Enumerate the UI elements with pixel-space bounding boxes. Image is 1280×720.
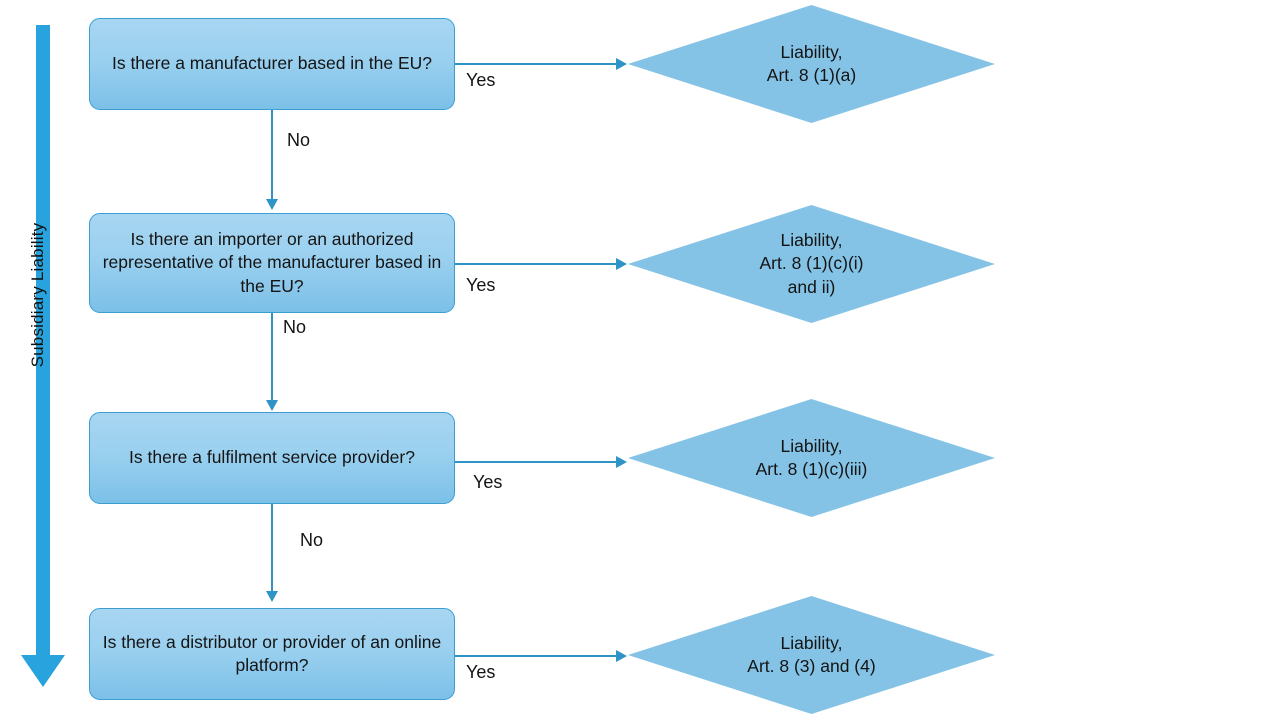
no-arrowhead-2 [266, 400, 278, 411]
edge-label-no-3: No [300, 530, 324, 550]
edge-label-yes-3: Yes [473, 472, 503, 492]
yes-connector-3 [455, 461, 618, 463]
edge-label-yes-4: Yes [466, 662, 496, 682]
decision-box-2-label: Is there an importer or an authorized re… [102, 229, 442, 296]
yes-connector-2 [455, 263, 618, 265]
yes-arrowhead-2 [616, 258, 627, 270]
outcome-diamond-3[interactable]: Liability, Art. 8 (1)(c)(iii) [628, 399, 995, 517]
no-connector-2 [271, 313, 273, 401]
decision-box-1-label: Is there a manufacturer based in the EU? [111, 53, 433, 74]
subsidiary-arrow-shaft [36, 25, 50, 655]
outcome-diamond-4[interactable]: Liability, Art. 8 (3) and (4) [628, 596, 995, 714]
decision-box-4-label: Is there a distributor or provider of an… [102, 631, 442, 675]
outcome-diamond-3-label: Liability, Art. 8 (1)(c)(iii) [755, 435, 868, 479]
decision-box-3[interactable]: Is there a fulfilment service provider? [89, 412, 455, 504]
no-connector-1 [271, 110, 273, 200]
axis-label-subsidiary-liability: Subsidiary Liability [28, 222, 47, 368]
decision-box-4[interactable]: Is there a distributor or provider of an… [89, 608, 455, 700]
outcome-diamond-4-label: Liability, Art. 8 (3) and (4) [747, 632, 876, 676]
decision-box-3-label: Is there a fulfilment service provider? [129, 447, 415, 468]
down-arrow-icon [21, 655, 65, 687]
decision-box-2[interactable]: Is there an importer or an authorized re… [89, 213, 455, 313]
edge-label-yes-1: Yes [466, 70, 496, 90]
edge-label-no-2: No [283, 317, 307, 337]
outcome-diamond-1-label: Liability, Art. 8 (1)(a) [766, 41, 857, 85]
no-arrowhead-3 [266, 591, 278, 602]
yes-connector-4 [455, 655, 618, 657]
edge-label-yes-2: Yes [466, 275, 496, 295]
outcome-diamond-2[interactable]: Liability, Art. 8 (1)(c)(i) and ii) [628, 205, 995, 323]
yes-arrowhead-4 [616, 650, 627, 662]
outcome-diamond-2-label: Liability, Art. 8 (1)(c)(i) and ii) [759, 229, 864, 297]
no-arrowhead-1 [266, 199, 278, 210]
edge-label-no-1: No [287, 130, 311, 150]
yes-connector-1 [455, 63, 618, 65]
yes-arrowhead-3 [616, 456, 627, 468]
decision-box-1[interactable]: Is there a manufacturer based in the EU? [89, 18, 455, 110]
yes-arrowhead-1 [616, 58, 627, 70]
no-connector-3 [271, 504, 273, 592]
outcome-diamond-1[interactable]: Liability, Art. 8 (1)(a) [628, 5, 995, 123]
